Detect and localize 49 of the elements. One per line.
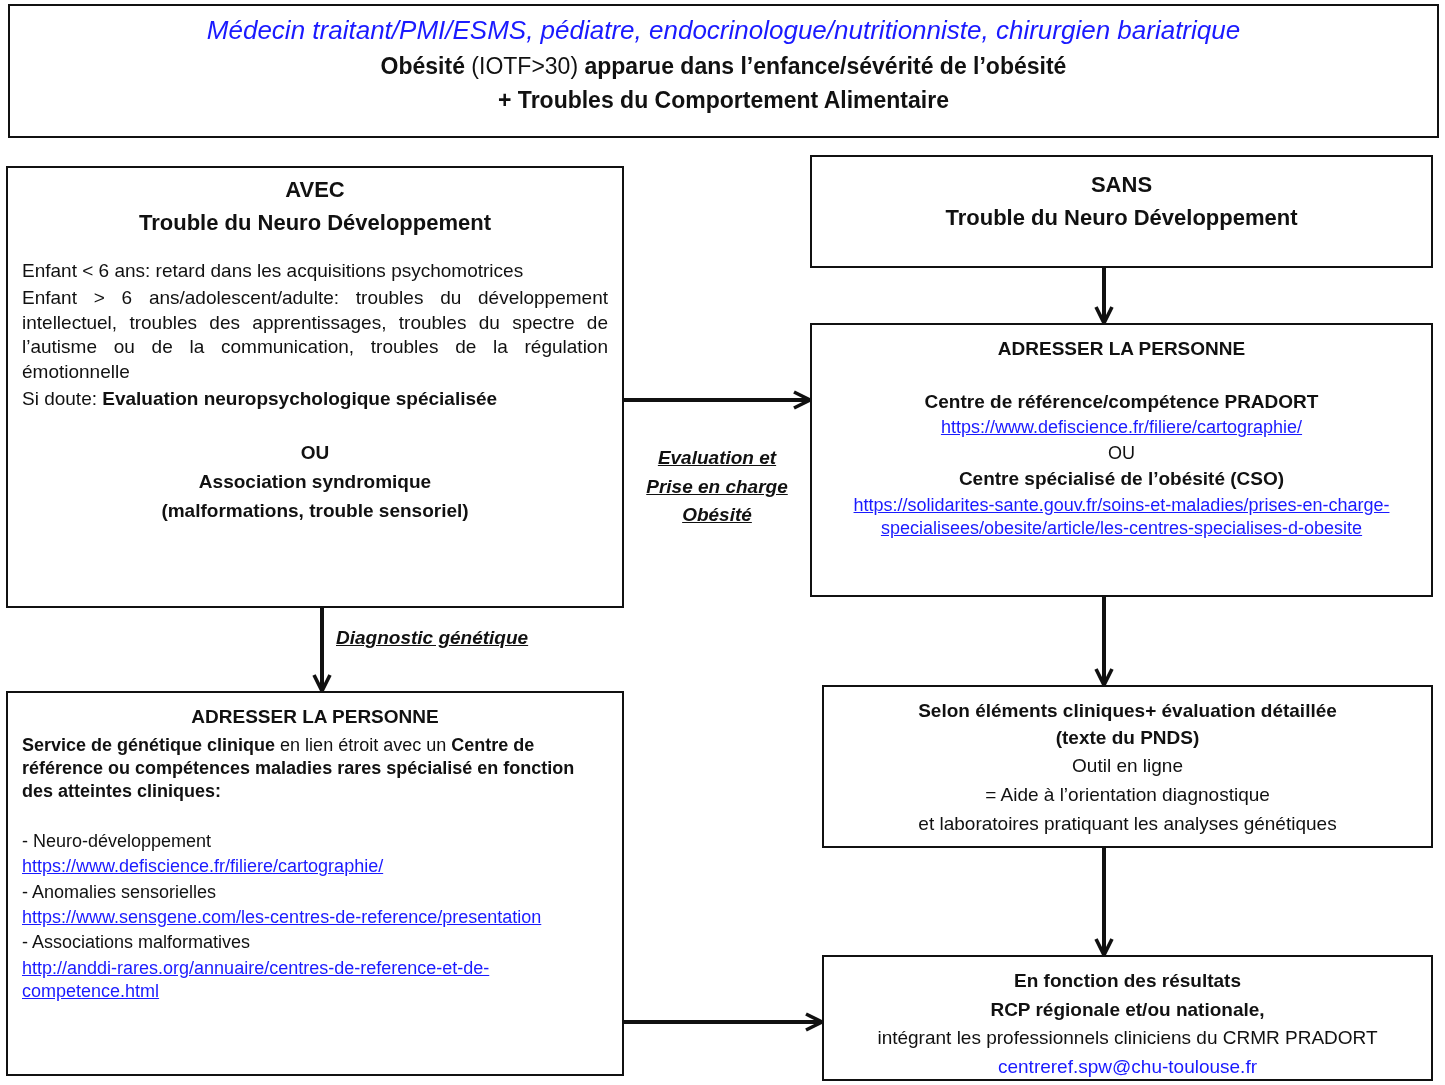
description: et laboratoires pratiquant les analyses génétiques <box>917 811 1338 836</box>
heading: SANS <box>1089 171 1154 199</box>
arrow <box>624 1012 824 1032</box>
arrow <box>1094 268 1114 325</box>
heading: + Troubles du Comportement Alimentaire <box>497 85 950 115</box>
link: https://www.defiscience.fr/filiere/cartographie/ <box>22 855 385 879</box>
process-box <box>6 691 624 1076</box>
description: intégrant les professionnels cliniciens du CRMR PRADORT <box>876 1026 1379 1051</box>
heading: Médecin traitant/PMI/ESMS, pédiatre, endocrinologue/nutritionniste, chirurgien bariatrique <box>205 14 1242 47</box>
process-box <box>8 4 1439 138</box>
arrow <box>624 390 812 410</box>
arrow <box>312 608 332 693</box>
heading: OU <box>299 441 331 466</box>
link: https://solidarites-sante.gouv.fr/soins-et-maladies/prises-en-charge-specialisees/obesite/article/les-centres-specialises-d-obesite <box>852 493 1391 541</box>
heading: Trouble du Neuro Développement <box>137 208 492 237</box>
description: OU <box>1107 441 1136 465</box>
description: - Anomalies sensorielles <box>22 880 218 904</box>
process-box <box>6 166 624 608</box>
description: Si doute: Evaluation neuropsychologique spécialisée <box>22 386 499 411</box>
heading: En fonction des résultats <box>1013 969 1242 993</box>
description: = Aide à l’orientation diagnostique <box>984 783 1271 808</box>
arrow <box>1094 848 1114 957</box>
description: Enfant < 6 ans: retard dans les acquisitions psychomotrices <box>22 259 525 284</box>
description: Obésité (IOTF>30) apparue dans l’enfance/sévérité de l’obésité <box>379 51 1068 81</box>
heading: RCP régionale et/ou nationale, <box>989 997 1266 1022</box>
heading: ADRESSER LA PERSONNE <box>190 705 440 729</box>
heading: Association syndromique <box>197 470 433 494</box>
heading: (texte du PNDS) <box>1054 725 1201 750</box>
description: - Neuro-développement <box>22 829 213 853</box>
heading: Centre spécialisé de l’obésité (CSO) <box>957 467 1286 492</box>
description: Outil en ligne <box>1071 754 1184 779</box>
description: Enfant > 6 ans/adolescent/adulte: troubles du développement intellectuel, troubles des apprentissages, troubles du spectre de l’autisme ou de la communication, troubles de la régulation émotionnelle <box>22 285 608 384</box>
heading: Centre de référence/compétence PRADORT <box>923 389 1320 414</box>
heading: (malformations, trouble sensoriel) <box>160 498 470 523</box>
process-box <box>822 955 1433 1081</box>
heading: Selon éléments cliniques+ évaluation détaillée <box>917 699 1338 723</box>
link: https://www.defiscience.fr/filiere/cartographie/ <box>939 416 1304 440</box>
arrow <box>1094 597 1114 687</box>
email-address: centreref.spw@chu-toulouse.fr <box>997 1055 1258 1080</box>
process-box <box>810 323 1433 597</box>
process-box <box>810 155 1433 268</box>
heading: AVEC <box>284 176 346 204</box>
process-box <box>822 685 1433 848</box>
description: Service de génétique clinique en lien étroit avec un Centre de référence ou compétences maladies rares spécialisé en fonction des atteintes cliniques: <box>22 733 576 804</box>
link: http://anddi-rares.org/annuaire/centres-de-reference-et-de-competence.html <box>22 956 491 1004</box>
link: https://www.sensgene.com/les-centres-de-reference/presentation <box>22 906 543 930</box>
description: - Associations malformatives <box>22 931 252 955</box>
heading: Trouble du Neuro Développement <box>944 203 1299 232</box>
heading: ADRESSER LA PERSONNE <box>996 337 1247 361</box>
